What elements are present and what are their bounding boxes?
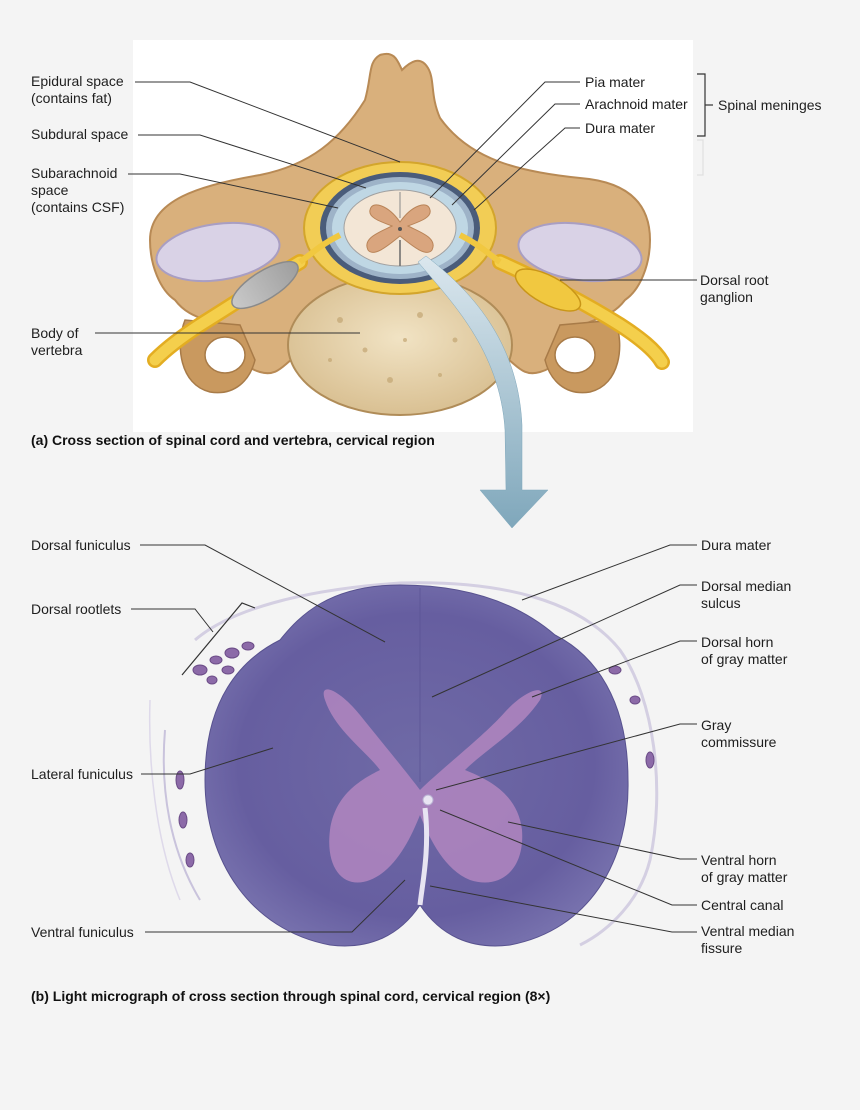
label-ventral-median-fissure: Ventral median fissure — [701, 923, 794, 957]
label-vmf-line2: fissure — [701, 940, 743, 956]
label-epidural-line2: (contains fat) — [31, 90, 112, 106]
ventral-median-fissure — [417, 807, 430, 906]
label-subarachnoid-line1: Subarachnoid — [31, 165, 118, 181]
central-canal — [422, 794, 434, 806]
label-arachnoid-mater: Arachnoid mater — [585, 96, 688, 112]
label-subarachnoid-line3: (contains CSF) — [31, 199, 125, 215]
label-body-of-vertebra: Body of vertebra — [31, 325, 82, 359]
vertebral-body — [287, 274, 513, 416]
dura-mater-tissue — [194, 581, 659, 947]
label-subarachnoid-space: Subarachnoid space (contains CSF) — [31, 165, 124, 216]
vertebra-illustration — [133, 40, 693, 432]
label-central-canal: Central canal — [701, 897, 784, 913]
label-drg-line1: Dorsal root — [700, 272, 769, 288]
label-gc-line2: commissure — [701, 734, 777, 750]
label-gray-commissure: Gray commissure — [701, 717, 776, 751]
label-subdural-space: Subdural space — [31, 126, 129, 142]
label-dms-line1: Dorsal median — [701, 578, 792, 594]
caption-figure-b: (b) Light micrograph of cross section th… — [31, 988, 551, 1004]
label-pia-mater: Pia mater — [585, 74, 645, 90]
label-dh-line2: of gray matter — [701, 651, 788, 667]
label-body-line1: Body of — [31, 325, 79, 341]
label-body-line2: vertebra — [31, 342, 83, 358]
label-dh-line1: Dorsal horn — [701, 634, 774, 650]
zoom-arrow — [417, 255, 549, 529]
label-dura-mater-b: Dura mater — [701, 537, 772, 553]
label-ventral-horn: Ventral horn of gray matter — [701, 852, 787, 886]
caption-figure-a: (a) Cross section of spinal cord and ver… — [31, 432, 435, 448]
label-spinal-meninges: Spinal meninges — [718, 97, 822, 113]
label-epidural-space: Epidural space (contains fat) — [31, 73, 124, 107]
label-dorsal-root-ganglion: Dorsal root ganglion — [700, 272, 768, 306]
label-dorsal-horn: Dorsal horn of gray matter — [701, 634, 787, 668]
micrograph — [148, 581, 659, 947]
leader-lines-b — [131, 544, 697, 933]
label-epidural-line1: Epidural space — [31, 73, 124, 89]
label-subarachnoid-line2: space — [31, 182, 69, 198]
label-lateral-funiculus: Lateral funiculus — [31, 766, 133, 782]
leader-lines-a — [95, 81, 697, 334]
label-dorsal-funiculus: Dorsal funiculus — [31, 537, 131, 553]
gray-matter-micro — [323, 689, 542, 883]
label-dorsal-rootlets: Dorsal rootlets — [31, 601, 122, 617]
label-dura-mater-a: Dura mater — [585, 120, 656, 136]
label-ventral-funiculus: Ventral funiculus — [31, 924, 134, 940]
label-dms-line2: sulcus — [701, 595, 741, 611]
cord-section — [204, 584, 629, 947]
label-vmf-line1: Ventral median — [701, 923, 795, 939]
label-vh-line1: Ventral horn — [701, 852, 777, 868]
dorsal-root-ganglion — [514, 268, 582, 312]
meninges-bracket — [697, 73, 706, 137]
label-vh-line2: of gray matter — [701, 869, 788, 885]
label-gc-line1: Gray — [701, 717, 732, 733]
label-drg-line2: ganglion — [700, 289, 753, 305]
label-dorsal-median-sulcus: Dorsal median sulcus — [701, 578, 791, 612]
